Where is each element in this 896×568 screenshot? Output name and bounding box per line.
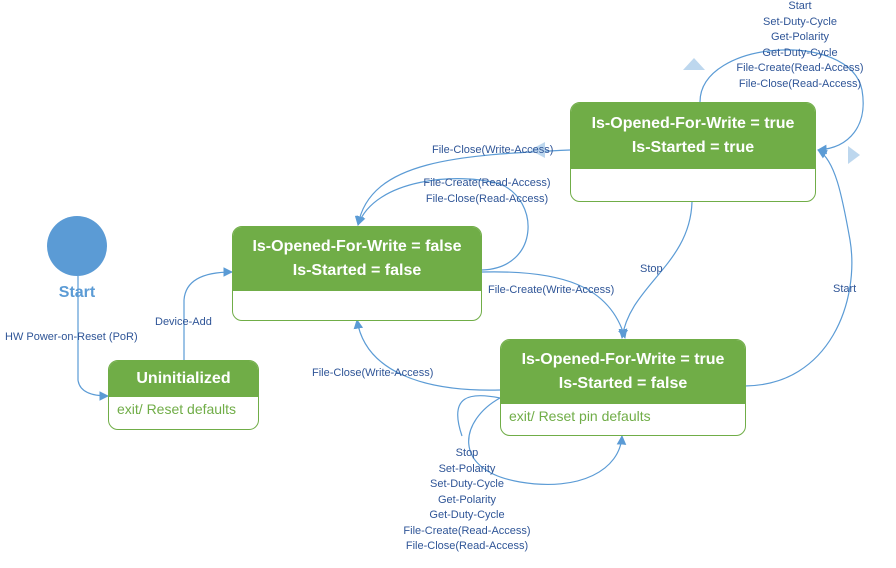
- label-self-stopped-item: Get-Duty-Cycle: [429, 509, 505, 521]
- state-uninitialized: Uninitialized exit/ Reset defaults: [108, 360, 259, 430]
- transition-read-loop-closed: [356, 178, 529, 271]
- label-self-started-item: Start: [788, 0, 812, 12]
- label-close-write-bottom: File-Close(Write-Access): [312, 367, 434, 379]
- state-opened-started: Is-Opened-For-Write = true Is-Started = …: [570, 102, 816, 202]
- label-self-stopped: Stop Set-Polarity Set-Duty-Cycle Get-Pol…: [394, 446, 540, 555]
- label-self-started-item: File-Create(Read-Access): [736, 62, 864, 74]
- label-start: Start: [833, 283, 857, 295]
- label-por: HW Power-on-Reset (PoR): [5, 331, 138, 343]
- transition-self-started: [699, 49, 864, 155]
- label-self-stopped-item: File-Close(Read-Access): [405, 540, 529, 552]
- label-self-started-item: File-Close(Read-Access): [738, 77, 862, 90]
- transition-stop: [618, 201, 693, 339]
- state-opened-stopped-header: Is-Opened-For-Write = true Is-Started = …: [501, 340, 745, 404]
- label-read-access-closed: File-Create(Read-Access) File-Close(Read…: [414, 176, 560, 207]
- label-read-access-closed-item: File-Close(Read-Access): [425, 192, 549, 205]
- label-read-access-closed-item: File-Create(Read-Access): [423, 177, 551, 189]
- state-closed-line2: Is-Started = false: [292, 262, 422, 279]
- label-create-write: File-Create(Write-Access): [488, 284, 615, 296]
- transition-start: [744, 149, 853, 387]
- transition-self-stopped: [457, 395, 622, 486]
- state-uninitialized-activity: exit/ Reset defaults: [117, 401, 237, 417]
- label-self-stopped-item: Set-Polarity: [438, 462, 496, 475]
- state-opened-stopped-activity: exit/ Reset pin defaults: [509, 408, 651, 424]
- state-opened-started-line1: Is-Opened-For-Write = true: [591, 115, 795, 132]
- state-closed-header: Is-Opened-For-Write = false Is-Started =…: [233, 227, 481, 291]
- label-self-stopped-item: File-Create(Read-Access): [403, 524, 531, 537]
- transition-close-write-bottom: [353, 319, 501, 391]
- state-opened-started-header: Is-Opened-For-Write = true Is-Started = …: [571, 103, 815, 169]
- state-opened-stopped: Is-Opened-For-Write = true Is-Started = …: [500, 339, 746, 436]
- label-device-add: Device-Add: [155, 316, 212, 328]
- label-stop: Stop: [640, 263, 663, 275]
- transition-close-write-top: [354, 149, 571, 226]
- label-self-stopped-item: Stop: [455, 447, 479, 459]
- start-node: [47, 216, 107, 276]
- triangle-right-decoration: [848, 146, 860, 164]
- state-uninitialized-title: Uninitialized: [109, 361, 258, 397]
- transition-create-write: [481, 271, 628, 339]
- label-close-write-top: File-Close(Write-Access): [432, 144, 554, 156]
- label-self-started-item: Set-Duty-Cycle: [763, 15, 837, 28]
- state-opened-stopped-line2: Is-Started = false: [558, 375, 688, 392]
- start-label: Start: [58, 284, 96, 301]
- label-self-stopped-item: Set-Duty-Cycle: [430, 478, 504, 490]
- label-self-started-item: Get-Polarity: [770, 31, 830, 43]
- state-opened-stopped-line1: Is-Opened-For-Write = true: [521, 351, 725, 368]
- triangle-left-decoration: [530, 142, 545, 158]
- label-self-started-item: Get-Duty-Cycle: [762, 46, 838, 59]
- state-opened-started-line2: Is-Started = true: [631, 139, 755, 156]
- transition-device-add: [183, 267, 233, 360]
- label-self-started: Start Set-Duty-Cycle Get-Polarity Get-Du…: [726, 0, 874, 92]
- transition-por: [77, 276, 109, 401]
- triangle-up-decoration: [683, 58, 705, 70]
- label-self-stopped-item: Get-Polarity: [437, 493, 497, 506]
- state-closed: Is-Opened-For-Write = false Is-Started =…: [232, 226, 482, 321]
- state-closed-line1: Is-Opened-For-Write = false: [252, 238, 462, 255]
